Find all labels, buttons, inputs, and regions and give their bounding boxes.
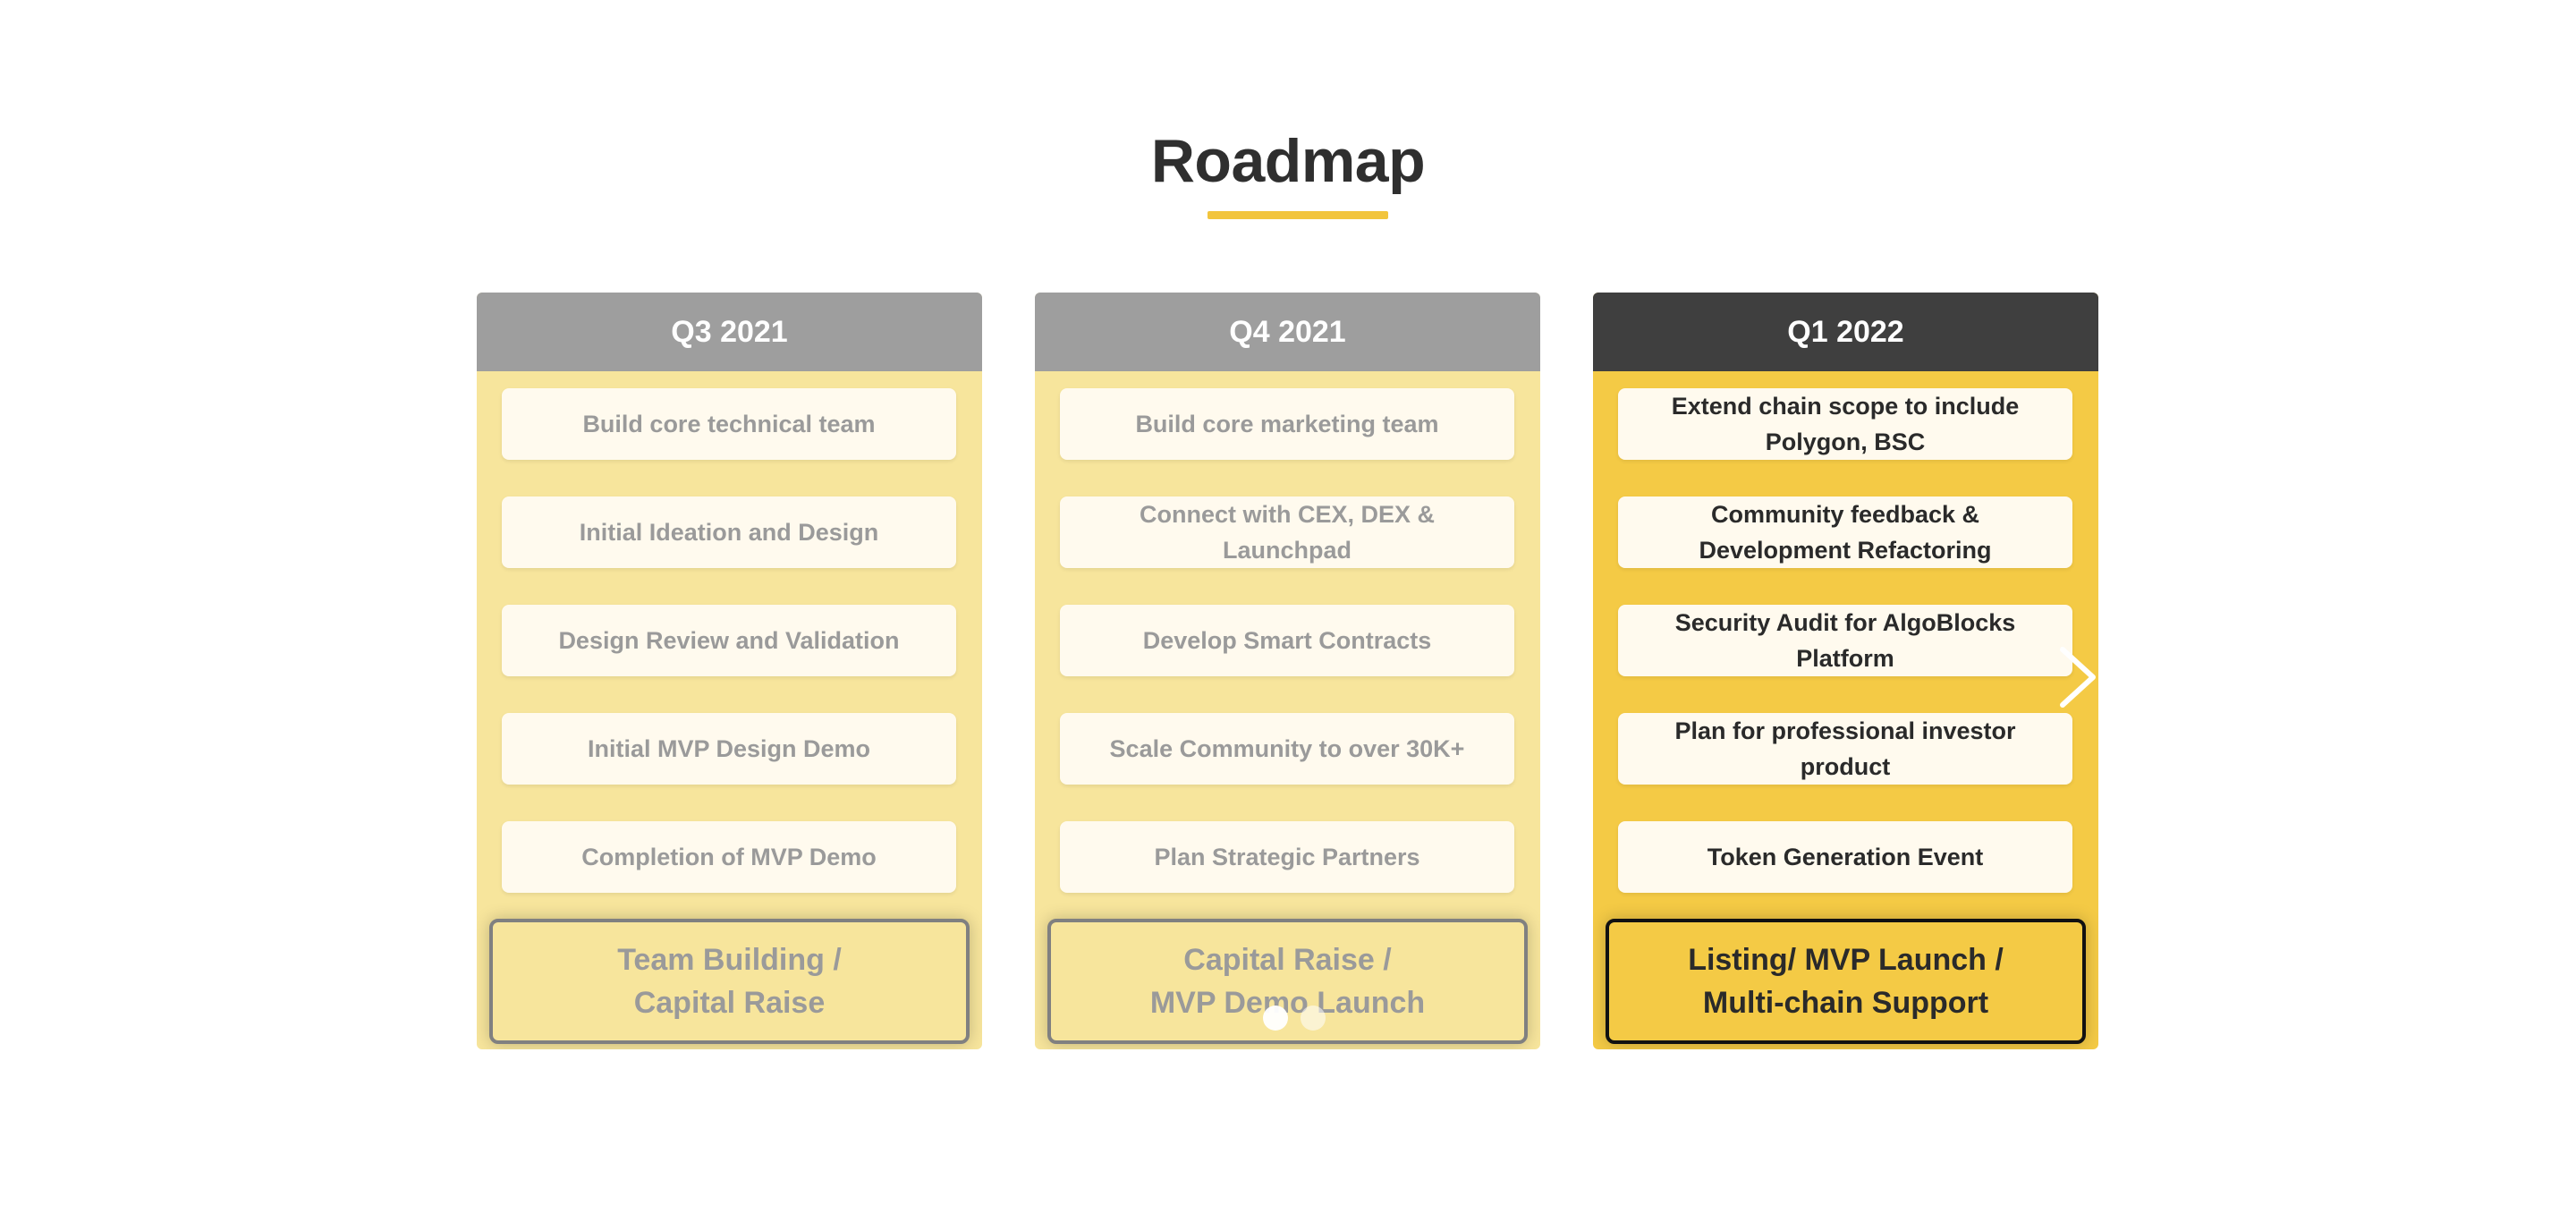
column-header: Q1 2022: [1593, 293, 2098, 371]
carousel-pagination: [1263, 1006, 1326, 1031]
chevron-right-icon: [2060, 647, 2096, 708]
roadmap-item: Build core marketing team: [1060, 388, 1514, 460]
summary-line: Team Building /: [617, 943, 842, 977]
roadmap-item: Initial Ideation and Design: [502, 496, 956, 568]
title-underline: [1208, 211, 1388, 219]
carousel-next-button[interactable]: [2054, 646, 2107, 709]
roadmap-item: Community feedback & Development Refacto…: [1618, 496, 2072, 568]
roadmap-item: Token Generation Event: [1618, 821, 2072, 893]
column-header: Q4 2021: [1035, 293, 1540, 371]
roadmap-item: Connect with CEX, DEX & Launchpad: [1060, 496, 1514, 568]
roadmap-column-q4-2021: Q4 2021 Build core marketing team Connec…: [1035, 293, 1540, 1049]
roadmap-item: Design Review and Validation: [502, 605, 956, 676]
summary-line: Capital Raise: [633, 986, 826, 1020]
carousel-dot-1[interactable]: [1263, 1006, 1288, 1031]
carousel-dot-2[interactable]: [1301, 1006, 1326, 1031]
roadmap-item: Initial MVP Design Demo: [502, 713, 956, 785]
column-header: Q3 2021: [477, 293, 982, 371]
roadmap-item: Develop Smart Contracts: [1060, 605, 1514, 676]
summary-line: Capital Raise /: [1183, 943, 1392, 977]
roadmap-item: Extend chain scope to include Polygon, B…: [1618, 388, 2072, 460]
roadmap-column-q1-2022: Q1 2022 Extend chain scope to include Po…: [1593, 293, 2098, 1049]
summary-line: Listing/ MVP Launch /: [1688, 943, 2004, 977]
summary-line: Multi-chain Support: [1702, 986, 1989, 1020]
phase-summary: Listing/ MVP Launch / Multi-chain Suppor…: [1606, 919, 2086, 1044]
roadmap-item: Completion of MVP Demo: [502, 821, 956, 893]
section-title: Roadmap: [1150, 127, 1426, 195]
roadmap-column-q3-2021: Q3 2021 Build core technical team Initia…: [477, 293, 982, 1049]
phase-summary: Team Building / Capital Raise: [489, 919, 970, 1044]
roadmap-item: Security Audit for AlgoBlocks Platform: [1618, 605, 2072, 676]
roadmap-item: Scale Community to over 30K+: [1060, 713, 1514, 785]
roadmap-item: Plan Strategic Partners: [1060, 821, 1514, 893]
roadmap-item: Plan for professional investor product: [1618, 713, 2072, 785]
roadmap-item: Build core technical team: [502, 388, 956, 460]
phase-summary: Capital Raise / MVP Demo Launch: [1047, 919, 1528, 1044]
